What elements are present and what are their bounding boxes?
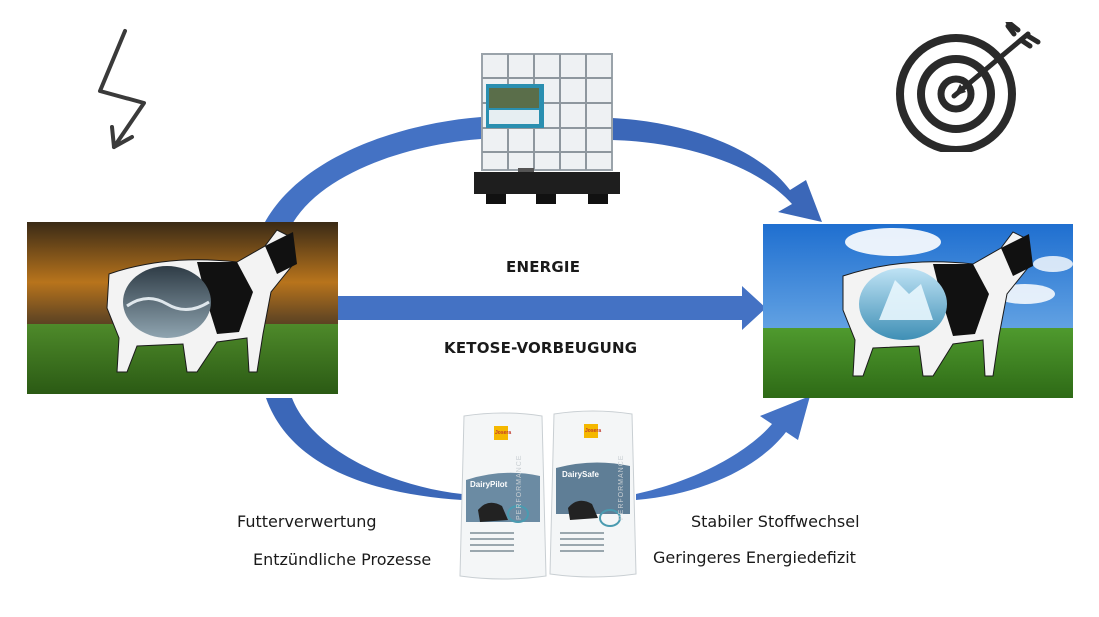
geringeres-energiedefizit-label: Geringeres Energiedefizit xyxy=(653,548,856,567)
cow-sunny-photo xyxy=(763,224,1073,398)
top-curved-arrow xyxy=(262,116,500,228)
cow-stormy-photo xyxy=(27,222,338,394)
bag-dairypilot-brand: Josera xyxy=(495,430,512,436)
entzuendliche-prozesse-label: Entzündliche Prozesse xyxy=(253,550,432,569)
bottom-curved-arrow xyxy=(266,398,462,500)
ibc-container-image xyxy=(474,53,620,204)
bag-dairypilot-name: DairyPilot xyxy=(470,480,508,489)
center-straight-arrow xyxy=(338,286,766,330)
top-curved-arrow-right xyxy=(612,118,822,222)
futterverwertung-label: Futterverwertung xyxy=(237,512,377,531)
ketose-vorbeugung-label: KETOSE-VORBEUGUNG xyxy=(444,339,638,357)
bag-dairypilot: Josera DairyPilot PERFORMANCE xyxy=(458,410,548,582)
bag-dairysafe-side-text: PERFORMANCE xyxy=(618,454,625,520)
bag-dairypilot-side-text: PERFORMANCE xyxy=(516,454,523,520)
stabiler-stoffwechsel-label: Stabiler Stoffwechsel xyxy=(691,512,860,531)
bag-dairysafe-brand: Josera xyxy=(585,428,602,434)
bag-dairypilot-shape xyxy=(459,412,547,580)
bag-dairysafe: Josera DairySafe PERFORMANCE xyxy=(548,408,638,580)
bag-dairysafe-shape xyxy=(549,410,637,578)
bottom-curved-arrow-right xyxy=(636,396,810,500)
target-arrow-icon xyxy=(896,22,1041,152)
energie-label: ENERGIE xyxy=(506,258,581,276)
bag-dairysafe-name: DairySafe xyxy=(562,470,599,479)
lightning-icon xyxy=(98,29,146,149)
